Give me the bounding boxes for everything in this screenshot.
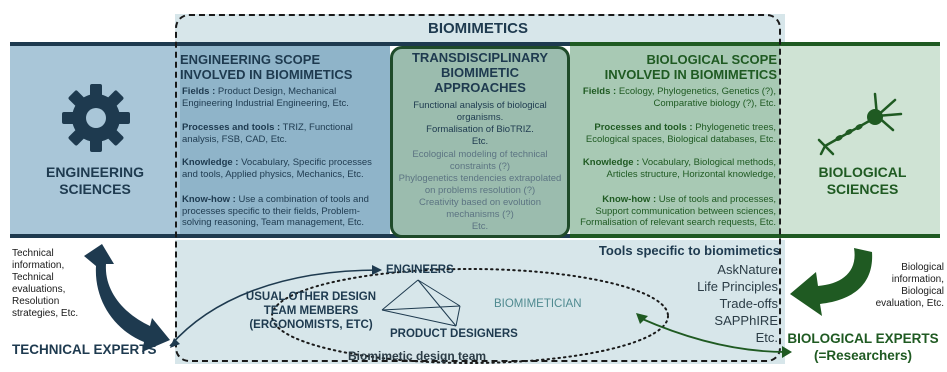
tool-item: Etc. [755, 330, 778, 345]
biological-processes: Processes and tools : Phylogenetic trees… [585, 122, 776, 145]
engineering-sciences-line2: SCIENCES [59, 181, 131, 197]
biological-scope-title-line2: INVOLVED IN BIOMIMETICS [604, 67, 777, 82]
biomimetics-dashed-frame [175, 14, 781, 362]
trans-item-4: Ecological modeling of technical constra… [412, 149, 548, 172]
technical-experts-label: TECHNICAL EXPERTS [12, 342, 157, 357]
trans-item-1: Functional analysis of biological organi… [413, 100, 547, 123]
trans-item-7: Etc. [471, 221, 489, 232]
biological-experts-line1: BIOLOGICAL EXPERTS [787, 331, 939, 346]
biomimetics-title: BIOMIMETICS [428, 20, 528, 37]
engineering-processes: Processes and tools : TRIZ, Functional a… [182, 122, 353, 145]
engineering-sciences-label: ENGINEERING SCIENCES [20, 164, 170, 198]
biological-sciences-label: BIOLOGICAL SCIENCES [790, 164, 935, 198]
transdisciplinary-title: TRANSDISCIPLINARY BIOMIMETIC APPROACHES [392, 50, 568, 95]
technical-link-arrow [169, 269, 381, 347]
transdisciplinary-title-line2: BIOMIMETIC [441, 65, 519, 80]
biological-sciences-line1: BIOLOGICAL [818, 164, 907, 180]
trans-item-5: Phylogenetics tendencies extrapolated on… [398, 173, 562, 196]
technical-info-note: Technical information, Technical evaluat… [12, 248, 79, 319]
trans-item-6: Creativity based on evolution mechanisms… [419, 197, 541, 220]
other-team-line3: (ERGONOMISTS, ETC) [249, 319, 373, 331]
tool-item: Life Principles [697, 279, 778, 294]
biological-curved-arrow-icon [790, 248, 873, 316]
product-designers-label: PRODUCT DESIGNERS [390, 328, 518, 340]
tools-title: Tools specific to biomimetics [598, 243, 780, 258]
design-team-caption: Biomimetic design team [348, 349, 487, 363]
engineering-sciences-line1: ENGINEERING [45, 164, 144, 180]
engineering-knowhow: Know-how : Use a combination of tools an… [182, 194, 369, 228]
biomimetician-label: BIOMIMETICIAN [494, 298, 582, 310]
technical-curved-arrow-icon [84, 244, 170, 352]
other-team-line1: USUAL OTHER DESIGN [245, 291, 377, 303]
neuron-icon [817, 92, 903, 156]
biological-scope-band [570, 44, 780, 236]
tool-item: SAPPhIRE [714, 313, 778, 328]
engineering-scope-title: ENGINEERING SCOPE INVOLVED IN BIOMIMETIC… [180, 52, 390, 82]
biological-info-note: Biological information, Biological evalu… [875, 262, 944, 309]
tool-item: Trade-offs [719, 296, 778, 311]
biological-scope-title: BIOLOGICAL SCOPE INVOLVED IN BIOMIMETICS [572, 52, 777, 82]
band-bottom-line-bio [570, 234, 940, 238]
engineering-scope-title-line1: ENGINEERING SCOPE [180, 52, 321, 67]
engineering-scope-band [180, 44, 390, 236]
transdisciplinary-title-line1: TRANSDISCIPLINARY [411, 50, 549, 65]
lower-area-bg [175, 240, 785, 364]
transdisciplinary-title-line3: APPROACHES [434, 80, 526, 95]
band-top-line-bio [570, 42, 940, 46]
engineers-label: ENGINEERS [386, 264, 454, 276]
design-team-ellipse [271, 268, 669, 364]
engineering-scope-title-line2: INVOLVED IN BIOMIMETICS [180, 67, 353, 82]
other-team-members-label: USUAL OTHER DESIGN TEAM MEMBERS (ERGONOM… [236, 290, 386, 332]
biomimetics-header-bg [175, 14, 785, 44]
biological-sciences-band [780, 44, 940, 236]
biological-knowledge: Knowledge : Vocabulary, Biological metho… [582, 157, 776, 180]
band-top-line [10, 42, 940, 46]
gear-icon [62, 84, 130, 152]
biological-link-arrow [639, 317, 787, 353]
trans-item-3: Etc. [471, 136, 489, 147]
tool-item: AskNature [717, 262, 778, 277]
biological-experts-line2: (=Researchers) [814, 348, 912, 363]
biological-fields: Fields : Ecology, Phylogenetics, Genetic… [582, 86, 776, 109]
biological-scope-title-line1: BIOLOGICAL SCOPE [646, 52, 778, 67]
trans-item-2: Formalisation of BioTRIZ. [426, 124, 534, 135]
biological-sciences-line2: SCIENCES [826, 181, 899, 197]
engineering-fields: Fields : Product Design, Mechanical Engi… [182, 86, 349, 109]
biological-knowhow: Know-how : Use of tools and processes, S… [580, 194, 776, 228]
biological-experts-label: BIOLOGICAL EXPERTS (=Researchers) [782, 330, 944, 364]
transdisciplinary-box [390, 46, 570, 238]
other-team-line2: TEAM MEMBERS [263, 305, 359, 317]
engineering-knowledge: Knowledge : Vocabulary, Specific process… [182, 157, 372, 180]
team-links [381, 279, 461, 327]
